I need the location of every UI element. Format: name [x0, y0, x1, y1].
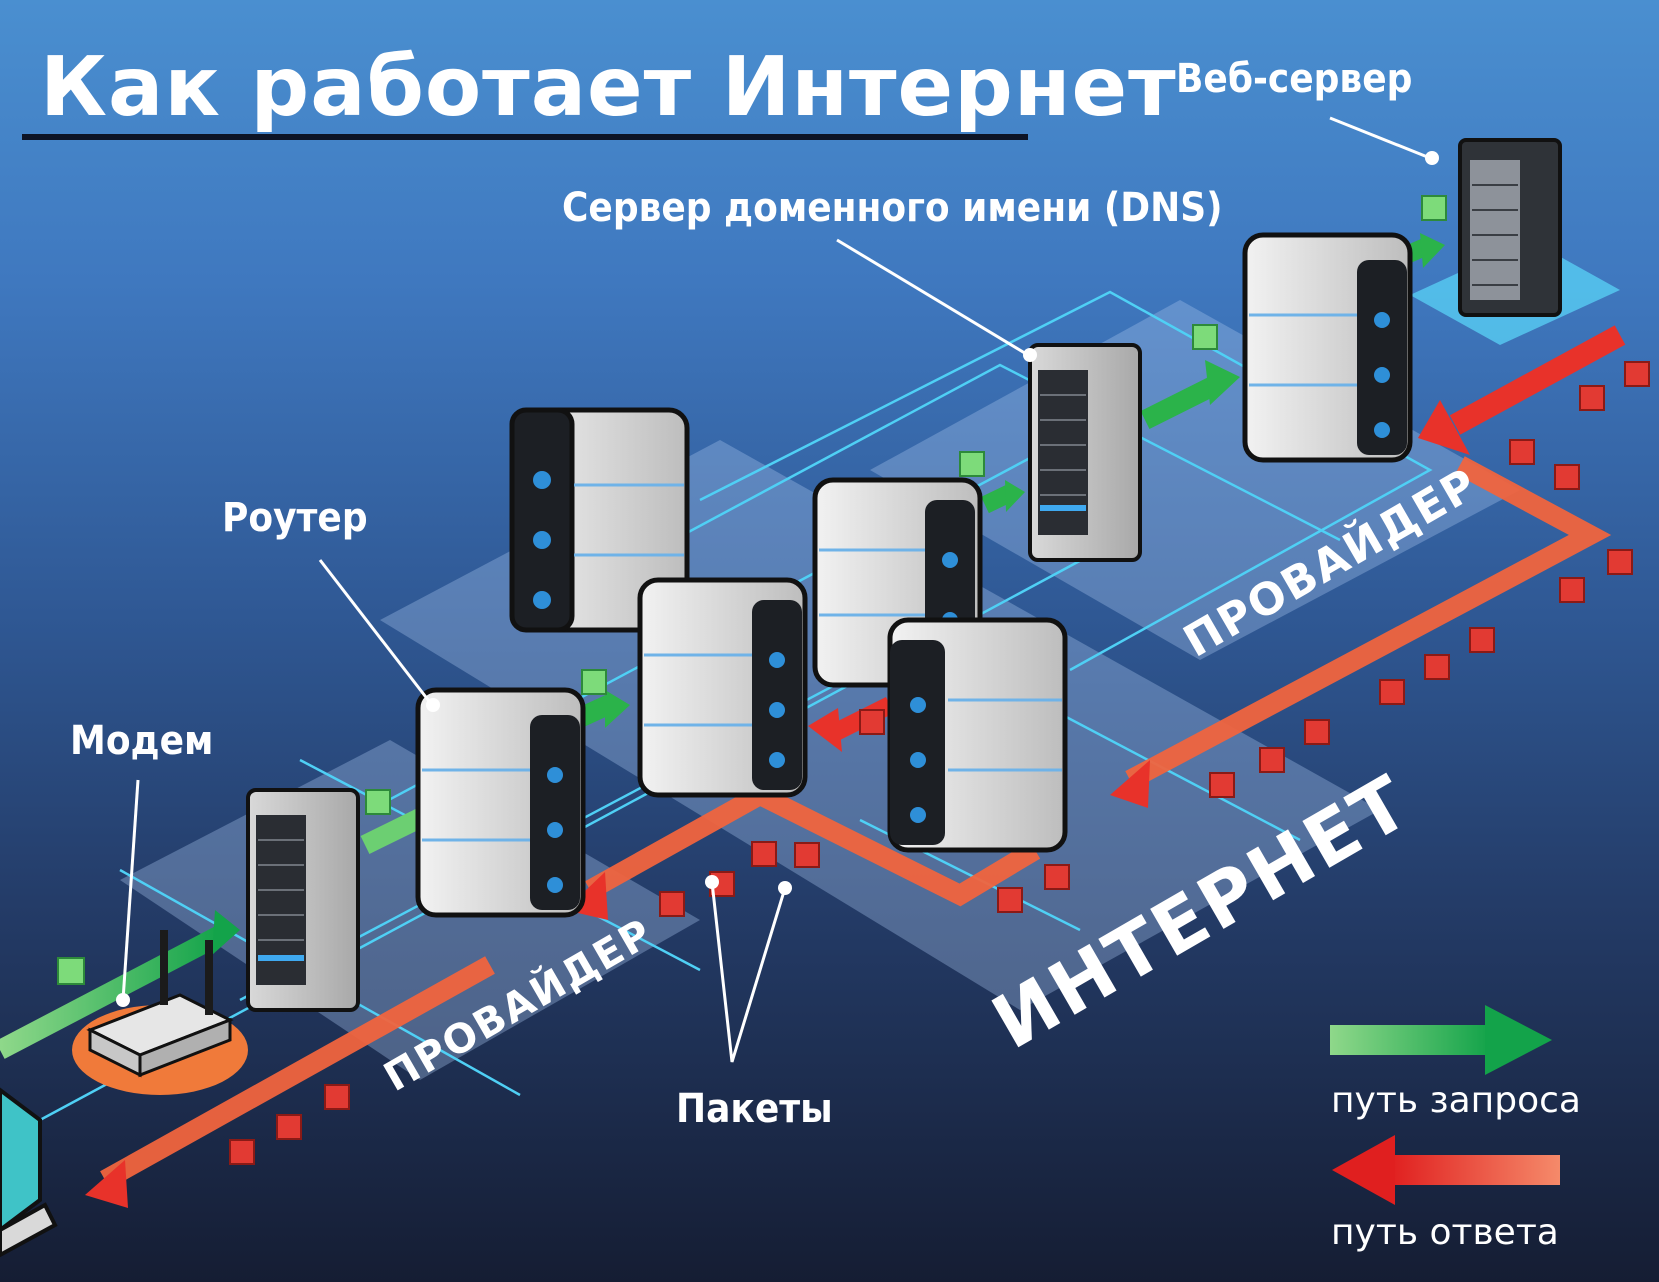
- response-packet: [1469, 627, 1495, 653]
- response-packet: [997, 887, 1023, 913]
- response-packet: [659, 891, 685, 917]
- response-packet: [1579, 385, 1605, 411]
- response-packet: [229, 1139, 255, 1165]
- response-packet: [1209, 772, 1235, 798]
- request-packet: [1192, 324, 1218, 350]
- response-packets: [229, 361, 1650, 1165]
- modem-rack: [246, 788, 360, 1012]
- request-packets: [57, 195, 1447, 985]
- response-packet: [1044, 864, 1070, 890]
- router-server: [415, 687, 586, 918]
- response-packet: [1554, 464, 1580, 490]
- request-packet: [1421, 195, 1447, 221]
- title-underline: [22, 134, 1028, 140]
- response-packet: [324, 1084, 350, 1110]
- response-packet: [1304, 719, 1330, 745]
- request-packet: [365, 789, 391, 815]
- dns-server-rack: [1028, 343, 1142, 562]
- web-server-label: Веб-сервер: [1176, 56, 1413, 102]
- response-packet: [1379, 679, 1405, 705]
- server-tower: [509, 407, 690, 633]
- server-tower: [637, 577, 808, 798]
- legend-request-label: путь запроса: [1331, 1080, 1581, 1121]
- provider-server: [1242, 232, 1413, 463]
- request-packet: [959, 451, 985, 477]
- router-label: Роутер: [222, 495, 368, 541]
- web-server-rack: [1458, 138, 1562, 317]
- modem-label: Модем: [70, 718, 214, 764]
- request-packet: [581, 669, 607, 695]
- response-packet: [1607, 549, 1633, 575]
- response-packet: [794, 842, 820, 868]
- packets-label: Пакеты: [676, 1086, 833, 1132]
- page-title: Как работает Интернет: [40, 40, 1177, 135]
- legend-response-arrow: [1332, 1135, 1560, 1205]
- legend-response-label: путь ответа: [1331, 1212, 1559, 1253]
- dns-server-label: Сервер доменного имени (DNS): [562, 185, 1223, 231]
- laptop: [0, 1087, 58, 1258]
- callout-dots: [116, 151, 1439, 1007]
- response-packet: [859, 709, 885, 735]
- response-packet: [751, 841, 777, 867]
- response-packet: [1509, 439, 1535, 465]
- request-packet: [57, 957, 85, 985]
- response-packet: [1559, 577, 1585, 603]
- response-packet: [1624, 361, 1650, 387]
- response-packet: [1424, 654, 1450, 680]
- response-packet: [1259, 747, 1285, 773]
- callout-lines: [121, 116, 1431, 1063]
- legend-request-arrow: [1330, 1005, 1552, 1075]
- server-tower: [887, 617, 1068, 853]
- response-path: [85, 325, 1626, 1208]
- wifi-router: [72, 930, 248, 1095]
- response-packet: [276, 1114, 302, 1140]
